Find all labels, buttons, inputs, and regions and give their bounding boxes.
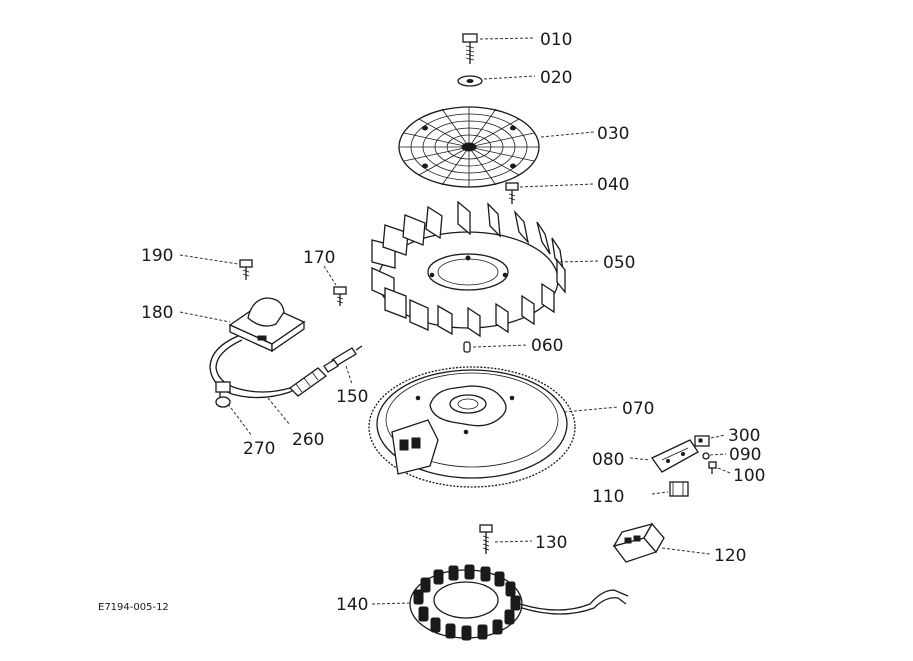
part-170-bolt xyxy=(323,265,347,306)
callout-100: 100 xyxy=(733,466,765,486)
callout-170: 170 xyxy=(303,248,335,268)
callout-090: 090 xyxy=(729,445,761,465)
part-260-high-tension-cord xyxy=(209,335,328,426)
callout-120: 120 xyxy=(714,546,746,566)
part-030-rotating-screen xyxy=(398,106,595,188)
part-060-key xyxy=(463,341,529,353)
part-010-bolt xyxy=(462,33,536,64)
callout-060: 060 xyxy=(531,336,563,356)
part-120-coupler xyxy=(612,522,711,563)
callout-110: 110 xyxy=(592,487,624,507)
callout-270: 270 xyxy=(243,439,275,459)
callout-050: 050 xyxy=(603,253,635,273)
part-150-spark-plug xyxy=(323,345,363,385)
part-020-washer xyxy=(457,75,536,87)
part-140-stator xyxy=(371,564,629,641)
part-080-regulator xyxy=(629,439,699,473)
callout-180: 180 xyxy=(141,303,173,323)
callout-020: 020 xyxy=(540,68,572,88)
callout-150: 150 xyxy=(336,387,368,407)
part-090-washer xyxy=(702,452,727,460)
part-300-connector xyxy=(694,434,726,447)
callout-190: 190 xyxy=(141,246,173,266)
part-130-bolt xyxy=(479,524,533,554)
callout-130: 130 xyxy=(535,533,567,553)
part-180-ignition-coil xyxy=(179,297,306,353)
callout-300: 300 xyxy=(728,426,760,446)
part-100-screw xyxy=(708,461,731,474)
callout-080: 080 xyxy=(592,450,624,470)
figure-reference-code: E7194-005-12 xyxy=(98,602,169,613)
part-190-bolt xyxy=(179,254,253,280)
callout-140: 140 xyxy=(336,595,368,615)
callout-040: 040 xyxy=(597,175,629,195)
callout-030: 030 xyxy=(597,124,629,144)
part-050-cooling-fan xyxy=(371,200,601,338)
part-110-connector xyxy=(651,481,689,497)
part-040-bolt xyxy=(505,182,595,204)
callout-010: 010 xyxy=(540,30,572,50)
part-070-flywheel xyxy=(368,366,619,488)
callout-labels: 010 020 030 040 050 060 070 080 090 100 … xyxy=(141,30,765,615)
callout-070: 070 xyxy=(622,399,654,419)
callout-260: 260 xyxy=(292,430,324,450)
part-270-clamp xyxy=(215,381,253,437)
